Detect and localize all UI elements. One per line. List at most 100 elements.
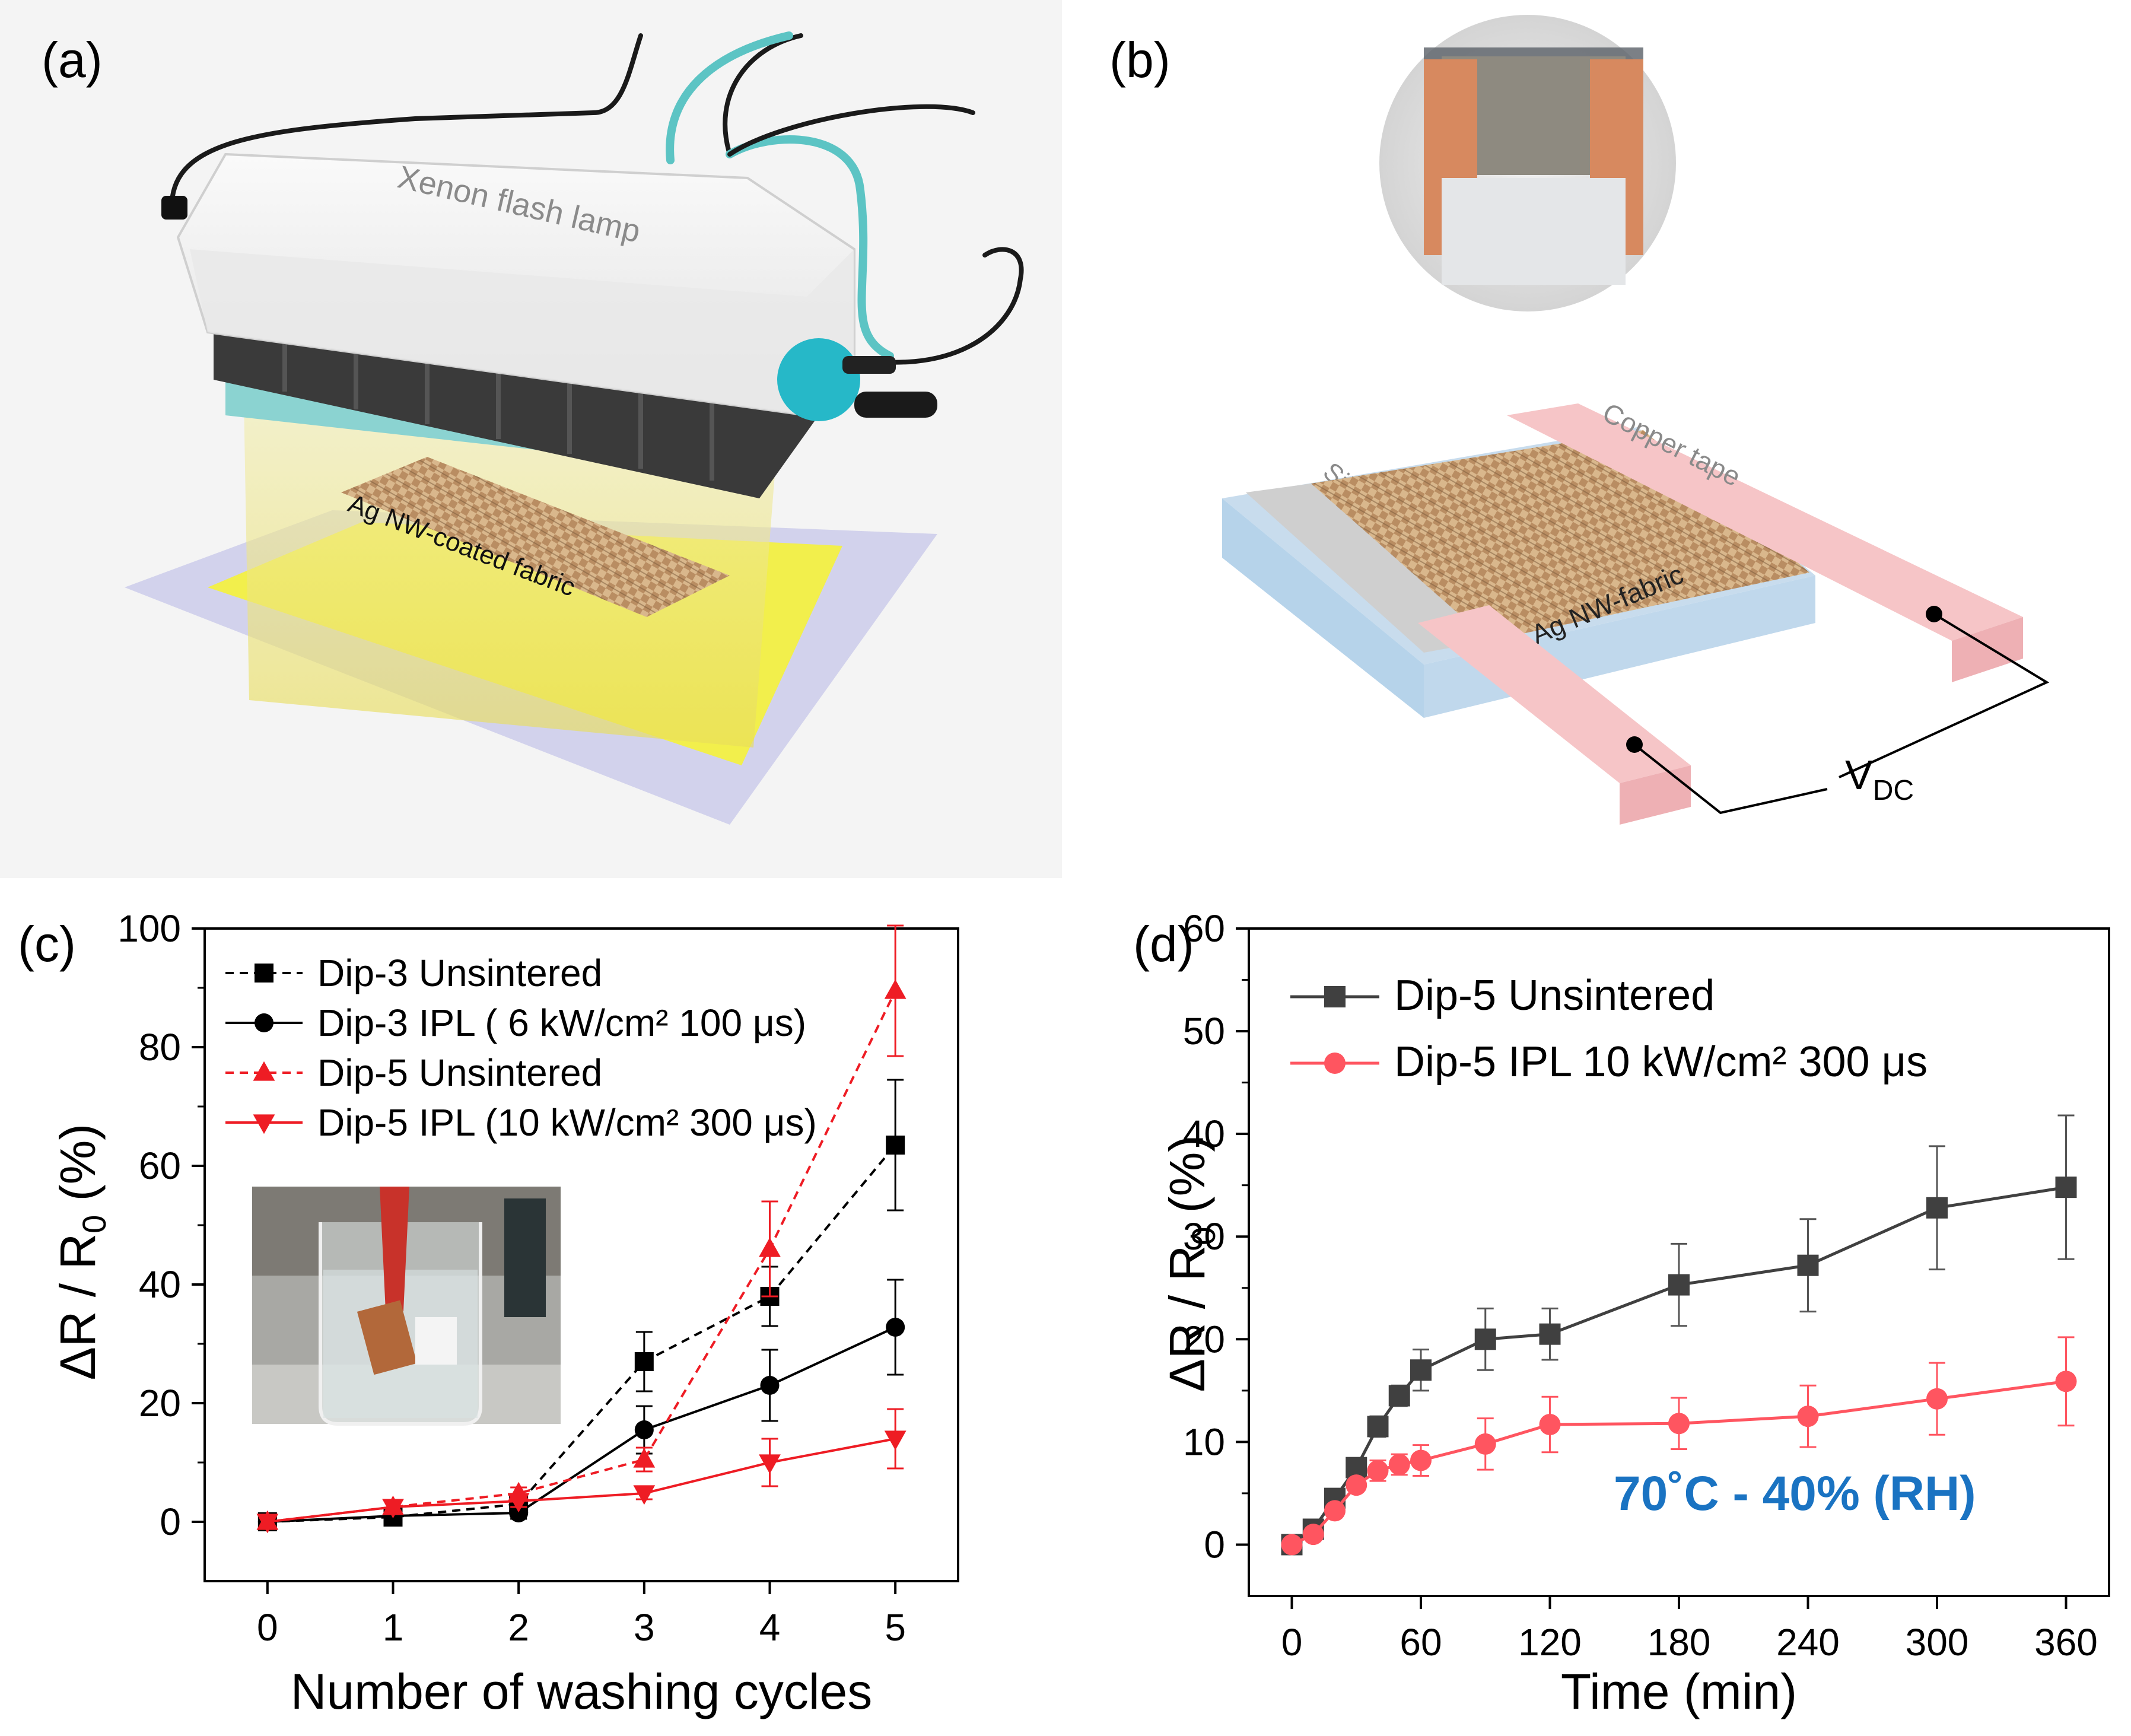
data-point — [1797, 1254, 1819, 1276]
cable-plug — [161, 196, 187, 220]
condition-annotation: 70˚C - 40% (RH) — [1614, 1467, 1976, 1521]
data-point — [1346, 1474, 1367, 1496]
legend-marker — [1324, 1053, 1346, 1074]
chart-d-ylabel: ΔR / R0 (%) — [1159, 1136, 1222, 1392]
legend-item: Dip-3 IPL ( 6 kW/cm² 100 μs) — [225, 1001, 806, 1044]
x-tick-label: 2 — [508, 1606, 529, 1649]
voltage-label: VDC — [1845, 752, 1914, 806]
series-1 — [1281, 1336, 2077, 1556]
y-tick-label: 60 — [139, 1144, 181, 1187]
legend-item: Dip-5 IPL 10 kW/cm² 300 μs — [1290, 1038, 1928, 1086]
data-point — [1539, 1413, 1561, 1435]
data-point — [256, 1514, 279, 1534]
panel-a: (a) Ag NW-coated fabric — [0, 0, 1062, 878]
data-point — [509, 1503, 529, 1522]
chart-c-plot — [256, 924, 907, 1534]
data-point — [1388, 1385, 1410, 1407]
y-tick-label: 40 — [139, 1263, 181, 1306]
data-point — [1410, 1449, 1432, 1471]
x-tick-label: 120 — [1518, 1621, 1582, 1664]
legend-marker — [1324, 986, 1346, 1007]
y-tick-label: 20 — [139, 1382, 181, 1425]
data-point — [1367, 1416, 1389, 1438]
data-point — [1324, 1500, 1346, 1522]
data-point — [1474, 1433, 1496, 1455]
silver-paste — [1246, 484, 1489, 653]
legend-marker — [253, 1114, 275, 1134]
chart-d-xlabel: Time (min) — [1561, 1664, 1797, 1719]
lamp-connector — [777, 338, 860, 421]
x-tick-label: 0 — [257, 1606, 278, 1649]
data-point — [1281, 1534, 1303, 1556]
legend-label: Dip-5 IPL 10 kW/cm² 300 μs — [1394, 1038, 1928, 1086]
series-3 — [256, 1408, 907, 1534]
data-point — [633, 1485, 656, 1505]
data-point — [759, 1237, 781, 1257]
y-tick-label: 0 — [1204, 1523, 1225, 1566]
series-line — [267, 1326, 896, 1523]
data-point — [2055, 1177, 2077, 1198]
panel-c-label: (c) — [18, 916, 76, 972]
chart-c-xlabel: Number of washing cycles — [291, 1664, 872, 1719]
data-point — [1668, 1274, 1690, 1296]
data-point — [886, 1318, 905, 1337]
y-tick-label: 50 — [1183, 1010, 1225, 1053]
legend-item: Dip-3 Unsintered — [225, 952, 602, 994]
data-point — [1367, 1460, 1389, 1481]
y-tick-label: 80 — [139, 1026, 181, 1069]
data-point — [382, 1499, 404, 1519]
legend-marker — [255, 964, 273, 983]
legend-marker — [255, 1013, 273, 1032]
y-tick-label: 40 — [1183, 1112, 1225, 1155]
data-point — [1388, 1454, 1410, 1476]
data-point — [886, 1136, 905, 1155]
legend-label: Dip-3 IPL ( 6 kW/cm² 100 μs) — [317, 1001, 806, 1044]
x-tick-label: 360 — [2034, 1621, 2098, 1664]
x-tick-label: 5 — [885, 1606, 906, 1649]
x-tick-label: 1 — [383, 1606, 404, 1649]
lamp-cables — [169, 31, 1024, 365]
y-tick-label: 10 — [1183, 1420, 1225, 1463]
data-point — [1539, 1323, 1561, 1345]
washing-photo — [252, 1187, 561, 1426]
panel-b-label: (b) — [1109, 32, 1171, 88]
legend-label: Dip-5 IPL (10 kW/cm² 300 μs) — [317, 1101, 817, 1144]
legend-label: Dip-3 Unsintered — [317, 952, 602, 994]
data-point — [1474, 1328, 1496, 1350]
copper-tape-left — [1418, 605, 1691, 783]
series-line — [267, 1438, 896, 1523]
panel-d-label: (d) — [1133, 916, 1194, 972]
data-point — [1926, 1388, 1948, 1410]
chart-c-frame — [203, 927, 959, 1582]
y-tick-label: 100 — [117, 907, 181, 950]
legend-label: Dip-5 Unsintered — [1394, 972, 1715, 1019]
data-point — [759, 1454, 781, 1474]
data-point — [634, 1420, 654, 1439]
x-tick-label: 0 — [1281, 1621, 1303, 1664]
panel-a-label: (a) — [42, 32, 103, 88]
data-point — [507, 1493, 530, 1513]
y-tick-label: 0 — [160, 1500, 181, 1543]
x-tick-label: 300 — [1906, 1621, 1969, 1664]
data-point — [1926, 1197, 1948, 1219]
voltage-wires — [1633, 613, 2050, 815]
x-tick-label: 3 — [634, 1606, 655, 1649]
data-point — [633, 1448, 656, 1468]
chart-d-plot — [1281, 1114, 2077, 1556]
copper-tape-right — [1507, 403, 2023, 641]
legend-marker — [253, 1061, 275, 1081]
data-point — [1797, 1406, 1819, 1427]
svg-text:ΔR / R0 (%): ΔR / R0 (%) — [50, 1124, 113, 1381]
data-point — [1410, 1359, 1432, 1381]
substrate-front — [1222, 498, 1424, 718]
legend-label: Dip-5 Unsintered — [317, 1051, 602, 1094]
chart-c-ylabel: ΔR / R0 (%) — [50, 1124, 113, 1381]
svg-text:ΔR / R0 (%): ΔR / R0 (%) — [1159, 1136, 1222, 1392]
series-0 — [1281, 1114, 2077, 1556]
data-point — [884, 1430, 907, 1451]
